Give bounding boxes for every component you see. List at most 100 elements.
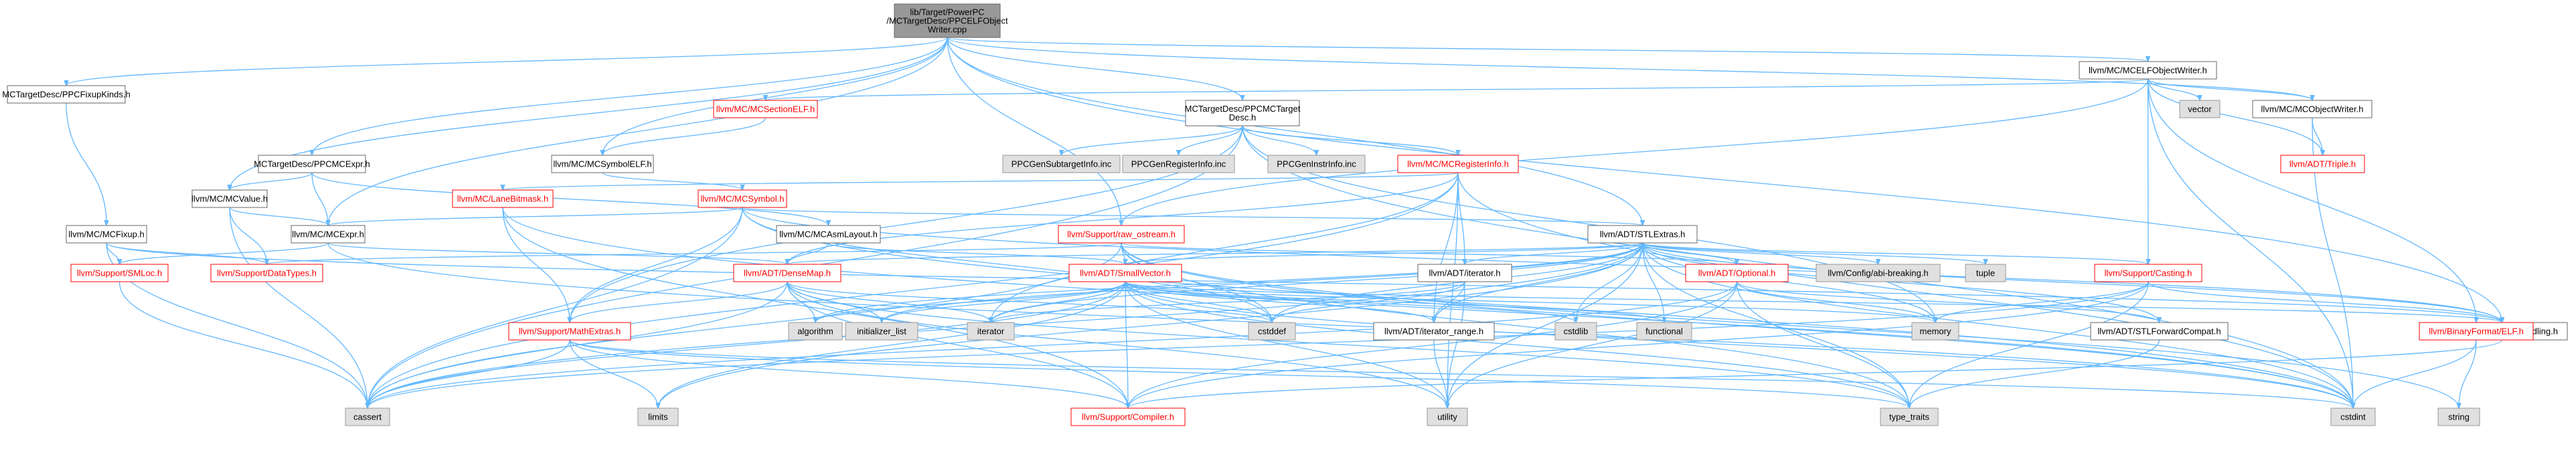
node-cstdlib[interactable]: cstdlib [1554, 322, 1597, 341]
edge-mcregisterinfo-to-densemap [787, 172, 1459, 264]
node-mcelfobjectwriter[interactable]: llvm/MC/MCELFObjectWriter.h [2079, 61, 2217, 80]
node-mcfixup[interactable]: llvm/MC/MCFixup.h [66, 225, 147, 244]
node-cstddef[interactable]: cstddef [1248, 322, 1296, 341]
node-box [1965, 264, 2006, 282]
edge-densemap-to-typetraits [787, 281, 1909, 408]
edge-mcelfobjectwriter-to-mcsectionelf [766, 78, 2149, 100]
node-algorithm[interactable]: algorithm [788, 322, 843, 341]
edge-casting-to-typetraits [1909, 281, 2149, 408]
node-datatypes[interactable]: llvm/Support/DataTypes.h [210, 264, 323, 282]
node-mathextras[interactable]: llvm/Support/MathExtras.h [508, 322, 631, 341]
node-box [2094, 264, 2202, 282]
node-cassert[interactable]: cassert [345, 408, 390, 426]
node-limits[interactable]: limits [637, 408, 679, 426]
edge-stlextras-to-limits [658, 242, 1643, 408]
edge-smallvector-to-memory [1125, 281, 1935, 323]
node-ppcgenregisterinfo[interactable]: PPCGenRegisterInfo.inc [1122, 155, 1235, 173]
node-label: llvm/Support/MathExtras.h [519, 327, 621, 337]
node-mcsymbolelf[interactable]: llvm/MC/MCSymbolELF.h [551, 155, 654, 173]
node-iteratorh[interactable]: llvm/ADT/iterator.h [1417, 264, 1512, 282]
edge-ppcmctargetdesc-to-mcregisterinfo [1242, 125, 1458, 155]
node-label: lib/Target/PowerPC [910, 7, 984, 17]
node-typetraits[interactable]: type_traits [1880, 408, 1939, 426]
node-box [1267, 155, 1366, 173]
edge-stlextras-to-utility [1447, 242, 1643, 408]
node-ppcmcexpr[interactable]: MCTargetDesc/PPCMCExpr.h [254, 155, 370, 173]
node-abibreaking[interactable]: llvm/Config/abi-breaking.h [1816, 264, 1941, 282]
node-box [210, 264, 323, 282]
node-mcobjectwriter[interactable]: llvm/MC/MCObjectWriter.h [2252, 100, 2372, 118]
node-casting[interactable]: llvm/Support/Casting.h [2094, 264, 2202, 282]
edge-ppcmctargetdesc-to-cstdint [1242, 125, 2353, 408]
node-label: llvm/ADT/STLExtras.h [1600, 230, 1686, 240]
node-label: llvm/Support/DataTypes.h [217, 268, 317, 278]
node-box [1911, 322, 1959, 341]
edge-mcexpr-to-smloc [120, 242, 329, 264]
edge-optional-to-typetraits [1736, 281, 1910, 408]
node-memory[interactable]: memory [1911, 322, 1959, 341]
node-label: algorithm [797, 327, 833, 337]
node-label: llvm/Support/SMLoc.h [77, 268, 162, 278]
node-box [894, 3, 1001, 38]
node-utility[interactable]: utility [1427, 408, 1468, 426]
node-mcsectionelf[interactable]: llvm/MC/MCSectionELF.h [713, 100, 818, 118]
node-optional[interactable]: llvm/ADT/Optional.h [1685, 264, 1789, 282]
node-triple[interactable]: llvm/ADT/Triple.h [2280, 155, 2365, 173]
edge-ppcmcexpr-to-mcasmlayout [311, 172, 829, 226]
node-mcvalue[interactable]: llvm/MC/MCValue.h [191, 189, 268, 208]
edge-root-to-mcobjectwriter [947, 37, 2312, 100]
node-label: llvm/MC/MCExpr.h [292, 230, 364, 240]
node-box [508, 322, 631, 341]
node-smloc[interactable]: llvm/Support/SMLoc.h [70, 264, 169, 282]
node-box [2437, 408, 2480, 426]
node-densemap[interactable]: llvm/ADT/DenseMap.h [733, 264, 841, 282]
node-string[interactable]: string [2437, 408, 2480, 426]
edge-stlextras-to-densemap [787, 242, 1643, 264]
node-label: llvm/ADT/iterator.h [1429, 268, 1501, 278]
edge-stlextras-to-cstdint [1641, 242, 2354, 408]
node-ppcgeninstrinfo[interactable]: PPCGenInstrInfo.inc [1267, 155, 1366, 173]
edge-mcelfobjectwriter-to-vector [2147, 78, 2200, 100]
node-smallvector[interactable]: llvm/ADT/SmallVector.h [1068, 264, 1182, 282]
node-box [2252, 100, 2372, 118]
node-iterator[interactable]: iterator [967, 322, 1015, 341]
edge-stlextras-to-casting [1641, 242, 2149, 264]
node-mcasmlayout[interactable]: llvm/MC/MCAsmLayout.h [776, 225, 881, 244]
node-box [2419, 322, 2534, 341]
node-box [70, 264, 169, 282]
edge-lanebitmask-to-compiler [502, 207, 1128, 408]
edge-mcfixup-to-datatypes [106, 242, 267, 264]
edge-stlextras-to-stlforwardcompat [1641, 242, 2160, 323]
edge-root-to-mcsymbolelf [602, 37, 948, 155]
node-stlforwardcompat[interactable]: llvm/ADT/STLForwardCompat.h [2090, 322, 2229, 341]
edge-iteratorh-to-iteratorrange [1434, 281, 1465, 323]
node-mcsymbol[interactable]: llvm/MC/MCSymbol.h [698, 189, 787, 208]
node-iteratorrange[interactable]: llvm/ADT/iterator_range.h [1373, 322, 1495, 341]
node-functional[interactable]: functional [1636, 322, 1692, 341]
node-vector[interactable]: vector [2179, 100, 2221, 118]
node-stlextras[interactable]: llvm/ADT/STLExtras.h [1587, 225, 1698, 244]
edge-mcfixup-to-errorhandling [106, 242, 2502, 323]
edge-smallvector-to-cstdint [1125, 281, 2353, 408]
node-lanebitmask[interactable]: llvm/MC/LaneBitmask.h [452, 189, 554, 208]
node-ppcgensubtargetinfo[interactable]: PPCGenSubtargetInfo.inc [1002, 155, 1121, 173]
node-rawostream[interactable]: llvm/Support/raw_ostream.h [1058, 225, 1185, 244]
node-label: memory [1920, 327, 1951, 337]
node-mcregisterinfo[interactable]: llvm/MC/MCRegisterInfo.h [1397, 155, 1519, 173]
edge-optional-to-stlforwardcompat [1736, 281, 2160, 323]
edge-stlextras-to-iterator [991, 242, 1643, 323]
node-label: llvm/BinaryFormat/ELF.h [2429, 327, 2524, 337]
node-initializerlist[interactable]: initializer_list [845, 322, 918, 341]
node-ppcfixupkinds[interactable]: MCTargetDesc/PPCFixupKinds.h [2, 85, 131, 104]
node-tuple[interactable]: tuple [1965, 264, 2006, 282]
node-mcexpr[interactable]: llvm/MC/MCExpr.h [291, 225, 366, 244]
edge-optional-to-compiler [1128, 281, 1738, 408]
node-label: Desc.h [1229, 112, 1256, 122]
node-label: MCTargetDesc/PPCMCTarget [1185, 104, 1301, 114]
node-binaryformatelf[interactable]: llvm/BinaryFormat/ELF.h [2419, 322, 2534, 341]
node-root[interactable]: lib/Target/PowerPC/MCTargetDesc/PPCELFOb… [886, 3, 1008, 38]
node-compiler[interactable]: llvm/Support/Compiler.h [1070, 408, 1186, 426]
node-cstdint[interactable]: cstdint [2330, 408, 2376, 426]
edge-mcvalue-to-datatypes [229, 207, 267, 264]
